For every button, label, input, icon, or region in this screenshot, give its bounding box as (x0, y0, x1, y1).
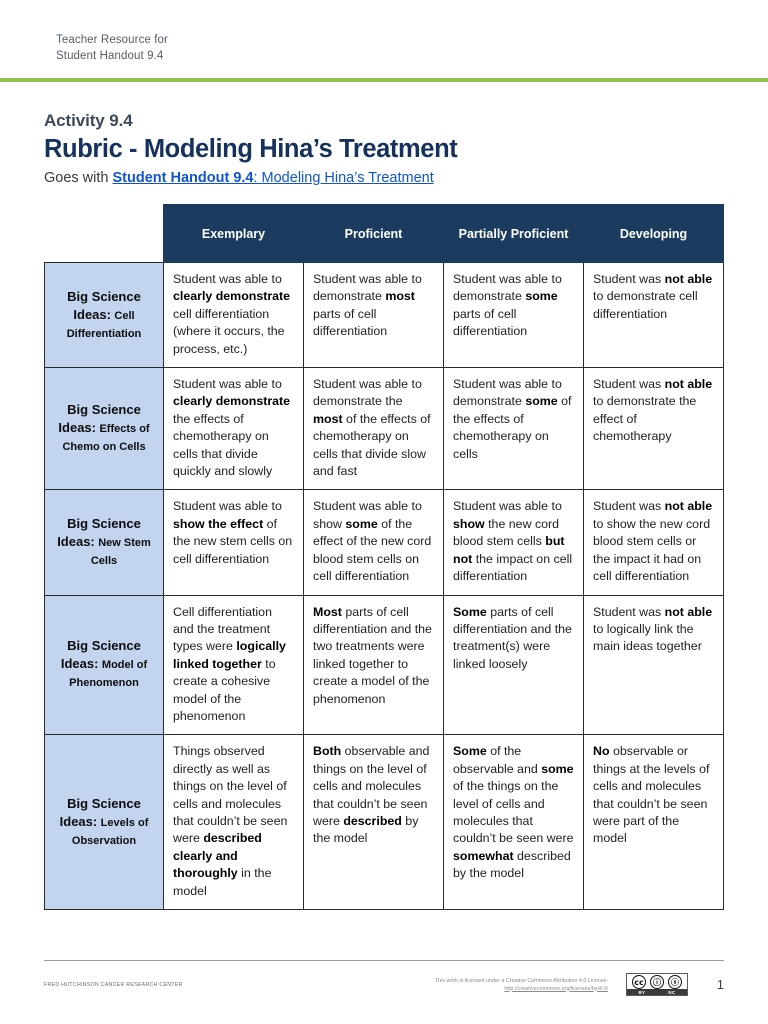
row-label-cell: Big Science Ideas: Model of Phenomenon (44, 594, 164, 736)
row-label-sub: Cell Differentiation (66, 309, 142, 340)
rubric-table-wrapper: Exemplary Proficient Partially Proficien… (0, 188, 768, 910)
column-header-proficient: Proficient (303, 204, 444, 263)
footer-license-text: This work is licensed under a Creative C… (434, 977, 608, 984)
row-label-main: Big Science Ideas: (59, 795, 141, 829)
rubric-cell: Both observable and things on the level … (303, 734, 444, 910)
row-label-main: Big Science Ideas: (58, 402, 141, 436)
footer-license-url[interactable]: http://creativecommons.org/licenses/by/4… (504, 985, 608, 992)
footer-license: This work is licensed under a Creative C… (254, 977, 626, 993)
footer-divider (44, 960, 724, 961)
student-handout-link[interactable]: Student Handout 9.4 (112, 170, 254, 186)
student-handout-link-subtitle[interactable]: : Modeling Hina’s Treatment (253, 170, 434, 186)
creative-commons-badge-icon: cc ⓘ ⓢ BY NC (626, 973, 688, 996)
row-label-sub: Levels of Observation (71, 816, 149, 847)
row-label-sub: Effects of Chemo on Cells (62, 423, 150, 454)
rubric-cell: Most parts of cell differentiation and t… (303, 594, 444, 736)
column-header-partially-proficient: Partially Proficient (443, 204, 584, 263)
page-title: Rubric - Modeling Hina’s Treatment (44, 135, 458, 163)
table-row: Big Science Ideas: Effects of Chemo on C… (44, 367, 724, 491)
activity-label: Activity 9.4 (44, 111, 133, 130)
row-label-sub: New Stem Cells (90, 536, 151, 567)
goes-with-prefix: Goes with (44, 170, 113, 186)
rubric-table-head: Exemplary Proficient Partially Proficien… (44, 204, 724, 263)
rubric-cell: Student was not able to logically link t… (583, 594, 724, 736)
cc-icon: cc (632, 975, 646, 989)
rubric-corner-cell (44, 204, 164, 263)
rubric-cell: Student was able to demonstrate some of … (443, 367, 584, 491)
rubric-cell: Some parts of cell differentiation and t… (443, 594, 584, 736)
row-label-cell: Big Science Ideas: New Stem Cells (44, 489, 164, 596)
row-label-cell: Big Science Ideas: Effects of Chemo on C… (44, 367, 164, 491)
cc-nc-label: NC (668, 989, 676, 995)
cc-by-icon: ⓘ (650, 975, 664, 989)
row-label-main: Big Science Ideas: (67, 288, 141, 322)
row-label-cell: Big Science Ideas: Cell Differentiation (44, 261, 164, 369)
title-block: Activity 9.4 Rubric - Modeling Hina’s Tr… (0, 82, 768, 188)
header-green-divider (0, 78, 768, 82)
rubric-cell: Student was not able to show the new cor… (583, 489, 724, 596)
column-header-exemplary: Exemplary (163, 204, 304, 263)
rubric-cell: Student was not able to demonstrate the … (583, 367, 724, 491)
header-line-2: Student Handout 9.4 (56, 50, 164, 62)
rubric-cell: Student was able to show the effect of t… (163, 489, 304, 596)
page-number: 1 (716, 977, 724, 992)
goes-with-line: Goes with Student Handout 9.4: Modeling … (44, 168, 768, 188)
footer-organization: FRED HUTCHINSON CANCER RESEARCH CENTER (44, 981, 183, 988)
document-footer: FRED HUTCHINSON CANCER RESEARCH CENTER T… (44, 960, 724, 996)
rubric-header-row: Exemplary Proficient Partially Proficien… (44, 204, 724, 263)
row-label-sub: Model of Phenomenon (69, 659, 148, 690)
rubric-cell: Student was able to show the new cord bl… (443, 489, 584, 596)
rubric-cell: Things observed directly as well as thin… (163, 734, 304, 910)
rubric-cell: Some of the observable and some of the t… (443, 734, 584, 910)
cc-by-label: BY (638, 989, 646, 995)
row-label-main: Big Science Ideas: (60, 638, 141, 672)
rubric-cell: Student was able to demonstrate the most… (303, 367, 444, 491)
row-label-main: Big Science Ideas: (57, 515, 141, 549)
rubric-cell: Student was able to clearly demonstrate … (163, 367, 304, 491)
rubric-table: Exemplary Proficient Partially Proficien… (44, 204, 724, 910)
rubric-cell: Student was able to show some of the eff… (303, 489, 444, 596)
document-header: Teacher Resource for Student Handout 9.4 (0, 0, 768, 64)
rubric-cell: Student was not able to demonstrate cell… (583, 261, 724, 369)
table-row: Big Science Ideas: Levels of Observation… (44, 734, 724, 910)
column-header-developing: Developing (583, 204, 724, 263)
rubric-cell: Student was able to demonstrate some par… (443, 261, 584, 369)
cc-nc-icon: ⓢ (668, 975, 682, 989)
row-label-cell: Big Science Ideas: Levels of Observation (44, 734, 164, 910)
rubric-cell: Student was able to demonstrate most par… (303, 261, 444, 369)
header-line-1: Teacher Resource for (56, 34, 168, 46)
rubric-cell: No observable or things at the levels of… (583, 734, 724, 910)
rubric-cell: Student was able to clearly demonstrate … (163, 261, 304, 369)
rubric-cell: Cell differentiation and the treatment t… (163, 594, 304, 736)
